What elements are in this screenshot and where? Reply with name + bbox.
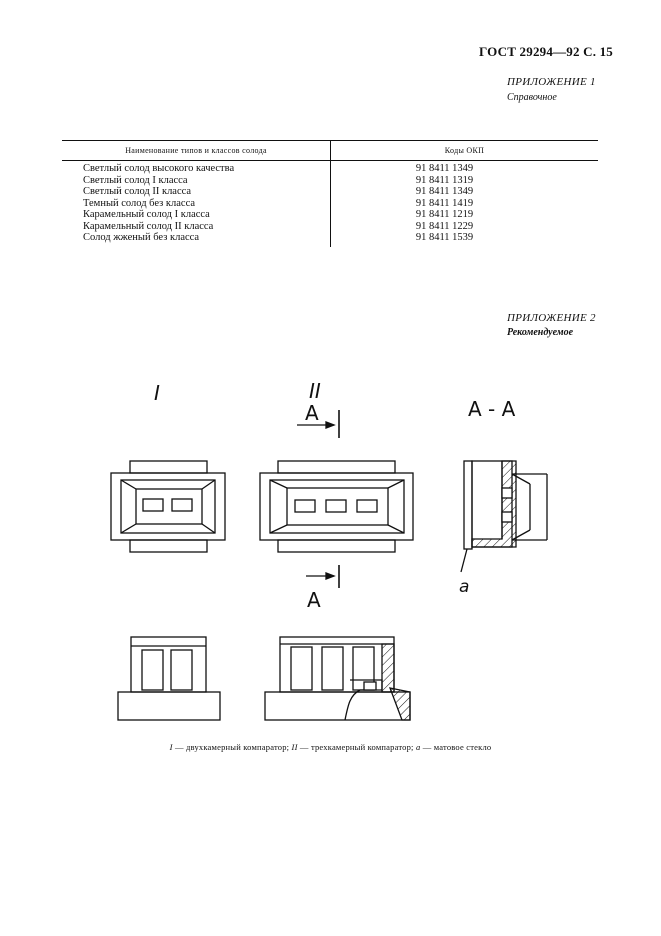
comparator-drawing: I II А А - А А a bbox=[110, 379, 548, 721]
column-header-code: Коды ОКП bbox=[330, 140, 598, 161]
row-code: 91 8411 1219 bbox=[415, 209, 474, 220]
label-three-chamber: II bbox=[309, 379, 321, 403]
row-code: 91 8411 1229 bbox=[415, 220, 474, 232]
row-name: Карамельный солод I класса bbox=[62, 209, 331, 221]
section-mark-bottom: А bbox=[307, 588, 321, 612]
section-a-a-view bbox=[460, 460, 548, 573]
section-title: А - А bbox=[468, 397, 516, 421]
section-arrow-bottom bbox=[306, 565, 340, 588]
caption-text-2: — трехкамерный компаратор; bbox=[297, 742, 416, 752]
appendix-2-title: ПРИЛОЖЕНИЕ 2 bbox=[507, 312, 596, 324]
row-name: Светлый солод высокого качества bbox=[62, 160, 331, 175]
two-chamber-bottom-view bbox=[117, 636, 221, 721]
row-code: 91 8411 1539 bbox=[415, 232, 474, 243]
row-name: Светлый солод II класса bbox=[62, 186, 331, 198]
label-matte-glass: a bbox=[459, 577, 469, 597]
table-row: Карамельный солод II класса 91 8411 1229 bbox=[62, 220, 598, 232]
row-name: Темный солод без класса bbox=[62, 197, 331, 209]
table-row: Темный солод без класса 91 8411 1419 bbox=[62, 197, 598, 209]
appendix-2-subtitle: Рекомендуемое bbox=[507, 327, 574, 338]
appendix-1-subtitle: Справочное bbox=[507, 92, 557, 103]
caption-text-3: — матовое стекло bbox=[420, 742, 492, 752]
row-code: 91 8411 1349 bbox=[415, 186, 474, 197]
table-row: Светлый солод I класса 91 8411 1319 bbox=[62, 174, 598, 186]
table-row: Карамельный солод I класса 91 8411 1219 bbox=[62, 209, 598, 221]
table-header-row: Наименование типов и классов солода Коды… bbox=[62, 140, 598, 161]
table-row: Светлый солод II класса 91 8411 1349 bbox=[62, 186, 598, 198]
column-header-name: Наименование типов и классов солода bbox=[62, 140, 331, 161]
three-chamber-bottom-view bbox=[264, 636, 411, 721]
caption-mark-3: a bbox=[415, 742, 421, 752]
okp-codes-table: Наименование типов и классов солода Коды… bbox=[62, 140, 598, 247]
row-name: Солод жженый без класса bbox=[62, 232, 331, 247]
three-chamber-front-view bbox=[259, 460, 414, 553]
figure-caption: I — двухкамерный компаратор; II — трехка… bbox=[0, 742, 661, 752]
section-arrow-top bbox=[297, 410, 340, 438]
caption-mark-2: II bbox=[291, 742, 298, 752]
page-header: ГОСТ 29294—92 С. 15 bbox=[479, 44, 613, 59]
section-mark-top: А bbox=[305, 401, 319, 425]
label-two-chamber: I bbox=[154, 381, 160, 405]
caption-text-1: — двухкамерный компаратор; bbox=[172, 742, 292, 752]
row-name: Светлый солод I класса bbox=[62, 174, 331, 186]
row-code: 91 8411 1349 bbox=[415, 163, 474, 174]
two-chamber-front-view bbox=[110, 460, 226, 553]
caption-mark-1: I bbox=[169, 742, 173, 752]
row-code: 91 8411 1419 bbox=[415, 197, 474, 209]
row-name: Карамельный солод II класса bbox=[62, 220, 331, 232]
table-row: Светлый солод высокого качества 91 8411 … bbox=[62, 160, 598, 175]
row-code: 91 8411 1319 bbox=[415, 174, 474, 186]
appendix-1-title: ПРИЛОЖЕНИЕ 1 bbox=[507, 76, 596, 88]
table-row: Солод жженый без класса 91 8411 1539 bbox=[62, 232, 598, 247]
